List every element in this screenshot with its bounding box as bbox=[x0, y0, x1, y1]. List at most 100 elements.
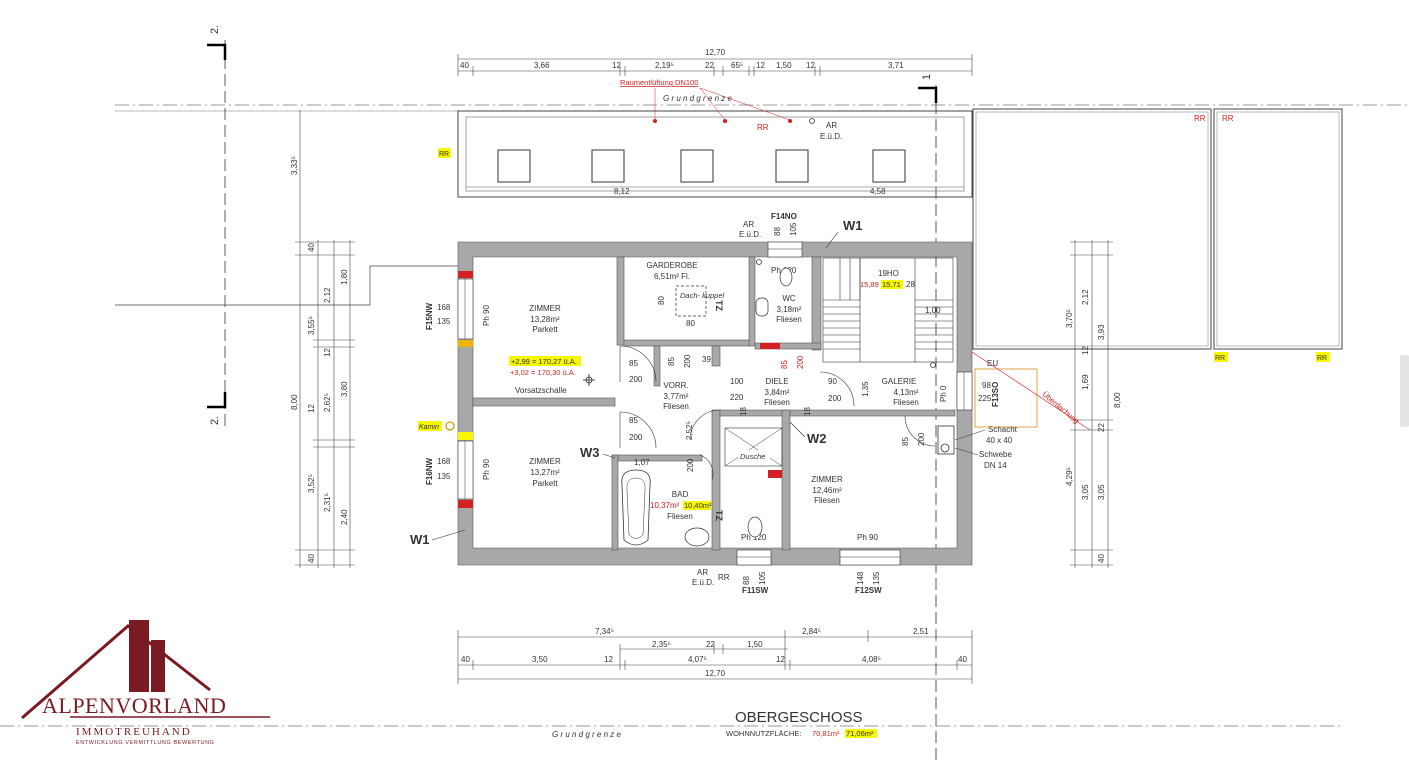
svg-text:Fliesen: Fliesen bbox=[814, 496, 840, 505]
window-f12sw-h: 135 bbox=[872, 571, 881, 585]
section-label-2-bottom: 2. bbox=[209, 416, 221, 425]
toilet-icon bbox=[779, 267, 793, 287]
schwebe-label: Schwebe bbox=[979, 450, 1012, 459]
wc-door-200: 200 bbox=[796, 355, 805, 369]
eud-label-f11: E.ü.D. bbox=[692, 578, 714, 587]
section-label-1: 1 bbox=[921, 74, 933, 80]
window-f11sw-w: 88 bbox=[742, 576, 751, 585]
dusche-label: Dusche bbox=[740, 452, 765, 461]
window-f12sw-ph: Ph 90 bbox=[857, 533, 878, 542]
svg-text:Fliesen: Fliesen bbox=[764, 398, 790, 407]
dim-left-13: 40 bbox=[307, 554, 316, 563]
logo-chimney-2 bbox=[151, 640, 165, 692]
svg-text:VORR.: VORR. bbox=[663, 381, 688, 390]
logo-sub: IMMOTREUHAND bbox=[76, 726, 192, 738]
dim-top-0: 40 bbox=[460, 61, 469, 70]
window-f13so-ph: Ph 0 bbox=[939, 385, 948, 402]
door-dim-e: 85 bbox=[667, 357, 676, 366]
dim-right-9: 3,05 bbox=[1097, 484, 1106, 500]
light-symbol bbox=[583, 374, 595, 386]
window-label-f14no: F14NO bbox=[771, 212, 797, 221]
stairs-a: 15,89 bbox=[860, 280, 879, 289]
door-dim-39: 39 bbox=[702, 355, 711, 364]
wall-label-w3: W3 bbox=[580, 445, 600, 460]
rr-label-roof: RR bbox=[757, 123, 769, 132]
dim-bottom-0: 7,34⁵ bbox=[595, 627, 614, 636]
dim-bottom-2: 2,51 bbox=[913, 627, 929, 636]
washbasin-icon bbox=[684, 527, 710, 547]
room-galerie: GALERIE 4,13m² Fliesen bbox=[882, 377, 919, 407]
ar-label-f14: AR bbox=[743, 220, 754, 229]
dim-top-9: 3,71 bbox=[888, 61, 904, 70]
room-wc: WC 3,18m² Fliesen bbox=[776, 294, 802, 324]
height-note-highlight: +2,99 = 170,27 ü.A. bbox=[511, 357, 577, 366]
dim-bottom-3: 2,35⁵ bbox=[652, 640, 671, 649]
dim-top-7: 1,50 bbox=[776, 61, 792, 70]
svg-text:3,77m²: 3,77m² bbox=[664, 392, 689, 401]
shaft bbox=[937, 425, 955, 455]
shower-area bbox=[724, 427, 783, 467]
window-f11sw-ph: Ph 120 bbox=[741, 533, 767, 542]
rr-label-neighbor-2: RR bbox=[1222, 114, 1234, 123]
dim-top-4: 22 bbox=[705, 61, 714, 70]
svg-text:13,28m²: 13,28m² bbox=[530, 315, 560, 324]
svg-text:DIELE: DIELE bbox=[765, 377, 788, 386]
window-f15nw-w: 168 bbox=[437, 303, 451, 312]
door-dim-18a: 18 bbox=[739, 407, 748, 416]
window-label-f13so: F13SO bbox=[991, 382, 1000, 407]
dim-bottom-5: 1,50 bbox=[747, 640, 763, 649]
door-swings bbox=[619, 345, 936, 481]
dim-left-6: 3,80 bbox=[340, 381, 349, 397]
dim-right-6: 22 bbox=[1097, 423, 1106, 432]
staircase bbox=[822, 257, 954, 363]
window-f12sw-w: 148 bbox=[856, 571, 865, 585]
skylight bbox=[775, 149, 809, 183]
sink-icon bbox=[755, 297, 769, 317]
canopy-outline bbox=[974, 368, 1038, 428]
window-f15nw bbox=[457, 278, 474, 340]
window-f16nw bbox=[457, 440, 474, 500]
svg-text:ZIMMER: ZIMMER bbox=[529, 304, 561, 313]
door-dim-200c: 200 bbox=[686, 458, 695, 472]
dim-right-7: 4,29⁵ bbox=[1065, 467, 1074, 486]
window-f16nw-ph: Ph 90 bbox=[482, 459, 491, 480]
dimension-chain-right bbox=[1070, 240, 1113, 568]
window-f14no bbox=[767, 241, 803, 258]
window-f16nw-h: 135 bbox=[437, 472, 451, 481]
stairs-count: 19HO bbox=[878, 269, 899, 278]
svg-text:WC: WC bbox=[782, 294, 796, 303]
area-value-alt: 71,06m² bbox=[846, 729, 874, 738]
window-f15nw-h: 135 bbox=[437, 317, 451, 326]
dimension-chain-bottom bbox=[457, 630, 973, 684]
svg-text:4,13m²: 4,13m² bbox=[894, 388, 919, 397]
skylight bbox=[680, 149, 714, 183]
svg-text:GALERIE: GALERIE bbox=[882, 377, 917, 386]
schacht-label: Schacht bbox=[988, 425, 1018, 434]
door-dim-220: 220 bbox=[730, 393, 744, 402]
skylight bbox=[872, 149, 906, 183]
roof-area bbox=[457, 110, 973, 198]
dim-left-8: 12 bbox=[307, 404, 316, 413]
height-note-red: +3,02 = 170,30 ü.A. bbox=[510, 368, 576, 377]
bad-area-alt: 10,40m² bbox=[684, 501, 712, 510]
dim-top-3: 2,19⁵ bbox=[655, 61, 674, 70]
scrollbar[interactable] bbox=[1400, 355, 1409, 427]
eu-label: EU bbox=[987, 359, 998, 368]
eud-label-f14: E.ü.D. bbox=[739, 230, 761, 239]
window-f11sw bbox=[736, 549, 772, 566]
dim-left-2: 1,80 bbox=[340, 269, 349, 285]
skylight bbox=[497, 149, 531, 183]
eud-label-roof: E.ü.D. bbox=[820, 132, 842, 141]
svg-text:3,84m²: 3,84m² bbox=[765, 388, 790, 397]
rr-tag-left: RR bbox=[439, 151, 449, 158]
tz-label-1: TZ bbox=[714, 300, 724, 311]
dim-top-5: 65⁵ bbox=[731, 61, 743, 70]
logo-roof bbox=[21, 624, 211, 720]
dim-left-10: 3,52⁵ bbox=[307, 474, 316, 493]
skylight bbox=[591, 149, 625, 183]
room-garderobe: GARDEROBE 6,51m² Fl. bbox=[646, 261, 697, 281]
dim-top-1: 3,66 bbox=[534, 61, 550, 70]
dim-bottom-12: 40 bbox=[958, 655, 967, 664]
dim-right-10: 40 bbox=[1097, 554, 1106, 563]
